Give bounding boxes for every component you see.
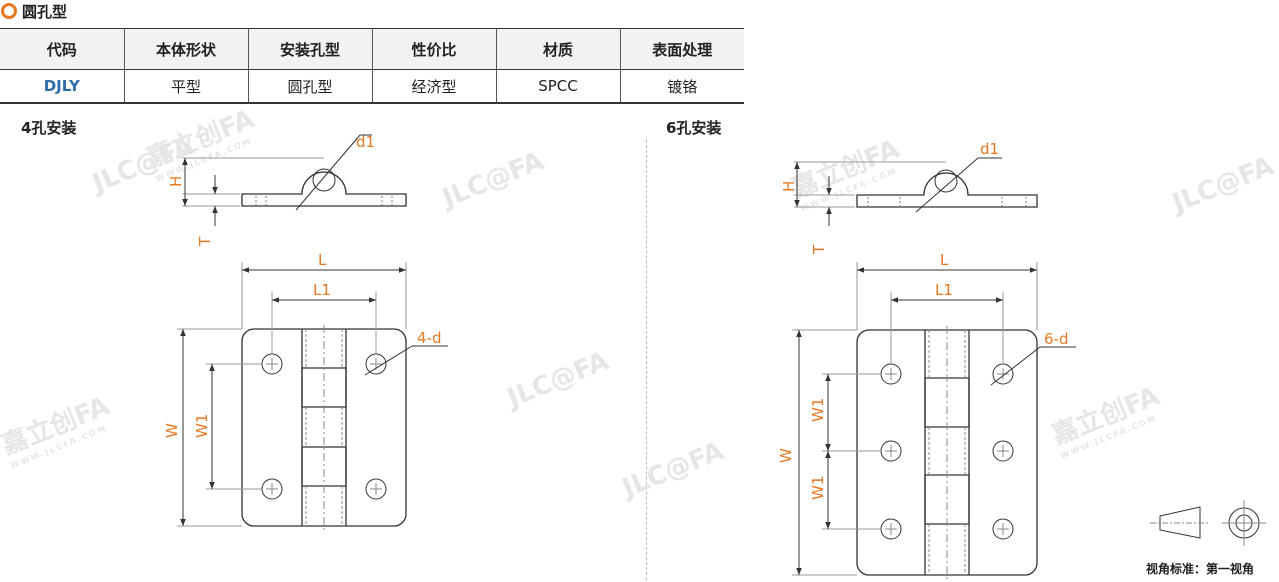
dim-h-left: H — [167, 176, 185, 187]
circle-bullet-icon — [1, 3, 17, 19]
dim-d1-right: d1 — [980, 140, 999, 158]
section-title: 圆孔型 — [0, 0, 67, 22]
first-angle-projection-icon — [1150, 500, 1266, 546]
spec-table: 代码 本体形状 安装孔型 性价比 材质 表面处理 DJLY 平型 圆孔型 经济型… — [0, 28, 744, 104]
dim-w-left: W — [163, 423, 181, 438]
left-top-view — [177, 262, 448, 530]
dim-l1-right: L1 — [935, 281, 953, 299]
dim-l-right: L — [940, 251, 949, 269]
header-material: 材质 — [496, 28, 621, 70]
view-standard-label: 视角标准：第一视角 — [1146, 562, 1255, 576]
left-section-label: 4孔安装 — [21, 119, 77, 137]
header-cost-performance: 性价比 — [372, 28, 497, 70]
dim-holes-left: 4-d — [417, 329, 441, 347]
cell-material: SPCC — [496, 69, 621, 104]
table-row: DJLY 平型 圆孔型 经济型 SPCC 镀铬 — [0, 69, 744, 104]
cell-surface-treatment: 镀铬 — [620, 69, 744, 104]
dim-w1-left: W1 — [193, 414, 211, 438]
cell-body-shape: 平型 — [124, 69, 249, 104]
dim-d1-left: d1 — [356, 133, 375, 151]
dim-holes-right: 6-d — [1044, 330, 1068, 348]
dim-t-right: T — [810, 244, 828, 255]
left-side-view — [182, 134, 407, 226]
header-hole-type: 安装孔型 — [248, 28, 373, 70]
cell-code[interactable]: DJLY — [0, 69, 125, 104]
section-divider — [646, 140, 647, 580]
dim-l1-left: L1 — [313, 281, 331, 299]
cell-cost-performance: 经济型 — [372, 69, 497, 104]
dim-w-right: W — [777, 448, 795, 463]
right-side-view — [794, 157, 1038, 226]
dim-w1a-right: W1 — [809, 398, 827, 422]
dim-h-right: H — [780, 181, 798, 192]
dim-t-left: T — [196, 236, 214, 247]
right-top-view — [792, 262, 1076, 579]
cell-hole-type: 圆孔型 — [248, 69, 373, 104]
header-body-shape: 本体形状 — [124, 28, 249, 70]
dim-l-left: L — [318, 251, 327, 269]
right-section-label: 6孔安装 — [666, 119, 722, 137]
table-header-row: 代码 本体形状 安装孔型 性价比 材质 表面处理 — [0, 28, 744, 70]
dim-w1b-right: W1 — [809, 476, 827, 500]
header-code: 代码 — [0, 28, 125, 70]
header-surface-treatment: 表面处理 — [620, 28, 744, 70]
title-text: 圆孔型 — [22, 2, 68, 21]
